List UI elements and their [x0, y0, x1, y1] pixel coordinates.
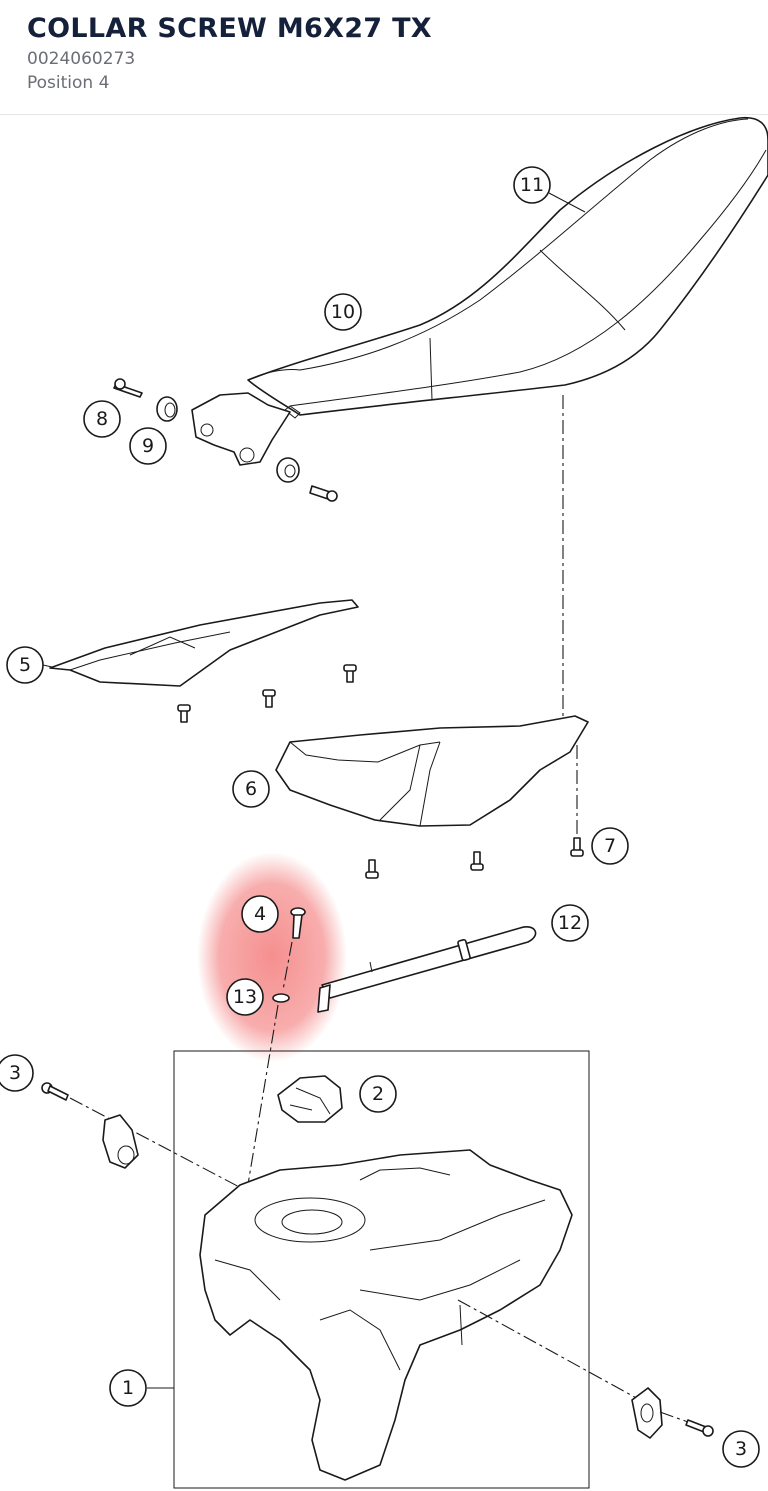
- bushing-part-9[interactable]: [156, 396, 178, 422]
- callout-13[interactable]: 13: [226, 978, 264, 1016]
- washer-part-13[interactable]: [272, 993, 290, 1003]
- svg-text:5: 5: [19, 654, 31, 676]
- fuel-tank-assembly-box: [173, 1050, 590, 1489]
- callout-2[interactable]: 2: [359, 1075, 397, 1113]
- bolt-part-3b[interactable]: [685, 1419, 714, 1437]
- svg-text:7: 7: [604, 835, 616, 857]
- svg-text:3: 3: [9, 1062, 21, 1084]
- callout-3-bottom[interactable]: 3: [722, 1430, 760, 1468]
- fuel-cap-part-2[interactable]: [277, 1075, 343, 1123]
- callout-1[interactable]: 1: [109, 1369, 147, 1407]
- part-number: 0024060273: [27, 49, 136, 69]
- callout-10[interactable]: 10: [324, 293, 362, 331]
- svg-text:10: 10: [331, 301, 355, 323]
- selected-part-highlight: [197, 852, 347, 1062]
- callout-3-top[interactable]: 3: [0, 1054, 34, 1092]
- screw-part-5b[interactable]: [262, 689, 276, 708]
- screw-part-6a[interactable]: [365, 859, 379, 879]
- callout-6[interactable]: 6: [232, 770, 270, 808]
- fuel-line-part-12[interactable]: [317, 926, 537, 1013]
- part-title: COLLAR SCREW M6X27 TX: [27, 13, 432, 44]
- tank-cover-part-6[interactable]: [275, 715, 589, 827]
- screw-part-5c[interactable]: [343, 664, 357, 683]
- svg-text:1: 1: [122, 1377, 134, 1399]
- svg-text:2: 2: [372, 1083, 384, 1105]
- screw-part-7[interactable]: [570, 837, 584, 857]
- position-label: Position 4: [27, 73, 110, 93]
- svg-text:11: 11: [520, 174, 544, 196]
- bolt-part-8[interactable]: [113, 378, 143, 398]
- callout-12[interactable]: 12: [551, 904, 589, 942]
- clamp-part-3b[interactable]: [631, 1387, 663, 1439]
- svg-text:8: 8: [96, 408, 108, 430]
- bushing-part-9b[interactable]: [276, 457, 300, 483]
- collar-screw-part-4[interactable]: [290, 907, 306, 939]
- svg-text:12: 12: [558, 912, 582, 934]
- side-cover-part-5[interactable]: [49, 599, 359, 687]
- fuel-tank-part-1[interactable]: [199, 1149, 573, 1481]
- callout-5[interactable]: 5: [6, 646, 44, 684]
- callout-4[interactable]: 4: [241, 895, 279, 933]
- exploded-view-diagram: 11 10 8 9 5 6 7 4 12 13 3 2 1 3: [0, 116, 768, 1489]
- svg-text:4: 4: [254, 903, 266, 925]
- svg-text:13: 13: [233, 986, 257, 1008]
- svg-text:9: 9: [142, 435, 154, 457]
- bolt-part-seat[interactable]: [309, 485, 338, 502]
- seat-bracket-part[interactable]: [191, 392, 291, 466]
- callout-9[interactable]: 9: [129, 427, 167, 465]
- svg-text:3: 3: [735, 1438, 747, 1460]
- clamp-part-3a[interactable]: [102, 1114, 139, 1169]
- svg-text:6: 6: [245, 778, 257, 800]
- screw-part-5a[interactable]: [177, 704, 191, 723]
- bolt-part-3a[interactable]: [41, 1082, 69, 1101]
- seat-part[interactable]: [247, 116, 768, 419]
- callout-7[interactable]: 7: [591, 827, 629, 865]
- callout-11[interactable]: 11: [513, 166, 551, 204]
- part-header: COLLAR SCREW M6X27 TX 0024060273 Positio…: [0, 0, 768, 115]
- callout-8[interactable]: 8: [83, 400, 121, 438]
- screw-part-6b[interactable]: [470, 851, 484, 871]
